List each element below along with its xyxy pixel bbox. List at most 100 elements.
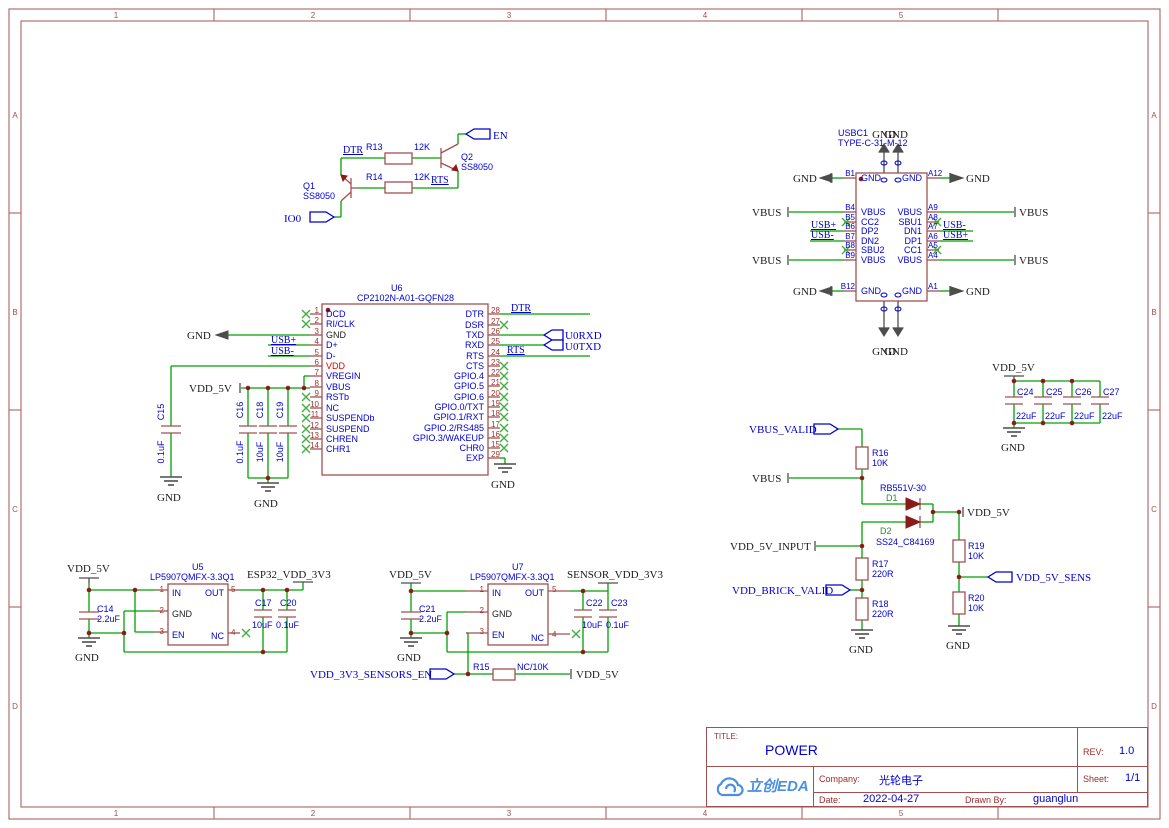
label-22[interactable]: 22 — [491, 368, 500, 377]
label-en[interactable]: EN — [493, 130, 508, 142]
label-vdd-5v[interactable]: VDD_5V — [992, 362, 1035, 374]
label-r18[interactable]: R18 — [872, 599, 889, 609]
rev-value[interactable]: 1.0 — [1119, 745, 1135, 757]
r19-body[interactable] — [952, 539, 966, 563]
label-c16[interactable]: C16 — [235, 402, 245, 419]
label-gnd[interactable]: GND — [75, 652, 99, 664]
label-1[interactable]: 1 — [160, 585, 165, 594]
label-a5[interactable]: A5 — [928, 241, 938, 250]
label-b9[interactable]: B9 — [845, 251, 855, 260]
label-rts[interactable]: RTS — [466, 351, 484, 361]
label-a6[interactable]: A6 — [928, 232, 938, 241]
r16-body[interactable] — [855, 446, 869, 470]
label-0-1uf[interactable]: 0.1uF — [156, 440, 166, 464]
label-4[interactable]: 4 — [231, 628, 236, 637]
label-gpio-1-rxt[interactable]: GPIO.1/RXT — [433, 412, 484, 422]
q2-emitter-arrow[interactable] — [451, 163, 459, 172]
u7-body[interactable] — [487, 583, 549, 646]
label-dtr[interactable]: DTR — [343, 145, 363, 156]
en-port-flag[interactable] — [464, 128, 491, 140]
label-txd[interactable]: TXD — [466, 330, 485, 340]
label-cts[interactable]: CTS — [466, 361, 484, 371]
label-dcd[interactable]: DCD — [326, 309, 346, 319]
label-gpio-2-rs485[interactable]: GPIO.2/RS485 — [424, 423, 484, 433]
label-u0txd[interactable]: U0TXD — [565, 341, 601, 353]
label-3[interactable]: 3 — [480, 627, 485, 636]
label-dn1[interactable]: DN1 — [904, 226, 922, 236]
symbol-line[interactable] — [340, 191, 352, 202]
label-b12[interactable]: B12 — [841, 282, 856, 291]
label-gnd[interactable]: GND — [187, 330, 211, 342]
label-ri-clk[interactable]: RI/CLK — [326, 319, 355, 329]
label-c24[interactable]: C24 — [1017, 387, 1034, 397]
label-d[interactable]: D+ — [326, 340, 338, 350]
label-gnd[interactable]: GND — [966, 173, 990, 185]
label-gnd[interactable]: GND — [902, 286, 923, 296]
label-2[interactable]: 2 — [480, 606, 485, 615]
label-vbus[interactable]: VBUS — [897, 207, 922, 217]
r18-body[interactable] — [855, 597, 869, 621]
label-gnd[interactable]: GND — [172, 609, 193, 619]
label-18[interactable]: 18 — [491, 409, 500, 418]
label-5[interactable]: 5 — [231, 585, 236, 594]
label-vbus[interactable]: VBUS — [752, 255, 781, 267]
label-1[interactable]: 1 — [315, 306, 320, 315]
label-8[interactable]: 8 — [315, 379, 320, 388]
label-5[interactable]: 5 — [315, 348, 320, 357]
label-u7[interactable]: U7 — [512, 562, 524, 572]
label-in[interactable]: IN — [492, 588, 501, 598]
vbus-valid-port-flag[interactable] — [813, 423, 840, 435]
label-27[interactable]: 27 — [491, 317, 500, 326]
label-chren[interactable]: CHREN — [326, 434, 358, 444]
sheet-value[interactable]: 1/1 — [1125, 772, 1141, 784]
label-r16[interactable]: R16 — [872, 448, 889, 458]
label-5[interactable]: 5 — [552, 585, 557, 594]
u0txd-port-flag[interactable] — [542, 339, 564, 351]
label-3[interactable]: 3 — [315, 327, 320, 336]
label-a7[interactable]: A7 — [928, 222, 938, 231]
label-lp5907qmfx-3-3q1[interactable]: LP5907QMFX-3.3Q1 — [150, 572, 235, 582]
label-a12[interactable]: A12 — [928, 169, 943, 178]
label-gnd[interactable]: GND — [966, 286, 990, 298]
label-d[interactable]: D- — [326, 351, 336, 361]
label-rts[interactable]: RTS — [431, 175, 449, 186]
label-vregin[interactable]: VREGIN — [326, 371, 361, 381]
label-gnd[interactable]: GND — [254, 498, 278, 510]
label-usb[interactable]: USB- — [811, 230, 834, 241]
label-0-1uf[interactable]: 0.1uF — [276, 620, 300, 630]
label-vdd-5v[interactable]: VDD_5V — [576, 669, 619, 681]
label-24[interactable]: 24 — [491, 348, 500, 357]
r13-body[interactable] — [384, 152, 413, 165]
label-11[interactable]: 11 — [311, 410, 320, 419]
vdd-3v3-sensors-en-port-flag[interactable] — [429, 668, 456, 680]
label-gnd[interactable]: GND — [849, 644, 873, 656]
sheet-title[interactable]: POWER — [765, 742, 818, 758]
label-r17[interactable]: R17 — [872, 559, 889, 569]
label-gnd[interactable]: GND — [861, 286, 882, 296]
label-en[interactable]: EN — [492, 630, 505, 640]
label-lp5907qmfx-3-3q1[interactable]: LP5907QMFX-3.3Q1 — [470, 572, 555, 582]
vdd-brick-valid-port-flag[interactable] — [825, 584, 852, 596]
label-vbus[interactable]: VBUS — [752, 207, 781, 219]
label-r19[interactable]: R19 — [968, 541, 985, 551]
label-vbus[interactable]: VBUS — [752, 473, 781, 485]
label-9[interactable]: 9 — [315, 389, 320, 398]
d2-diode[interactable] — [905, 515, 922, 529]
label-c19[interactable]: C19 — [275, 402, 285, 419]
label-gnd[interactable]: GND — [884, 346, 908, 358]
company-value[interactable]: 光轮电子 — [879, 775, 923, 787]
label-u5[interactable]: U5 — [192, 562, 204, 572]
label-gnd[interactable]: GND — [397, 652, 421, 664]
usbc1-body[interactable] — [855, 172, 928, 302]
label-nc[interactable]: NC — [326, 403, 339, 413]
label-c22[interactable]: C22 — [586, 598, 603, 608]
label-gnd[interactable]: GND — [872, 346, 896, 358]
label-usb[interactable]: USB+ — [271, 335, 296, 346]
label-gnd[interactable]: GND — [872, 129, 896, 141]
r15-body[interactable] — [492, 668, 516, 681]
label-c26[interactable]: C26 — [1075, 387, 1092, 397]
u6-body[interactable] — [321, 303, 489, 476]
label-vdd-5v[interactable]: VDD_5V — [189, 383, 232, 395]
label-esp32-vdd-3v3[interactable]: ESP32_VDD_3V3 — [247, 569, 331, 581]
label-out[interactable]: OUT — [205, 588, 225, 598]
